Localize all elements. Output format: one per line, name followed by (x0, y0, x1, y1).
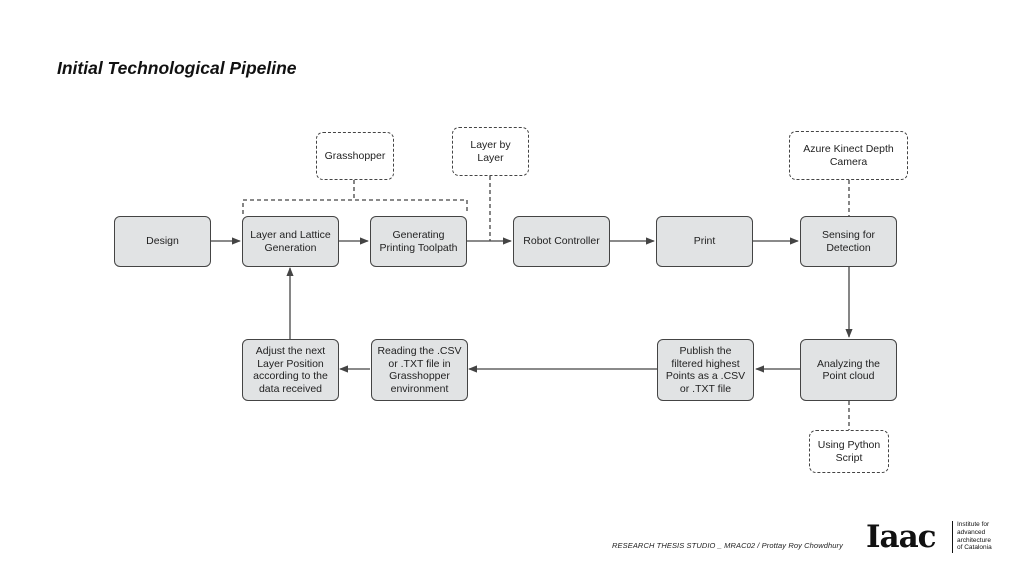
node-design: Design (114, 216, 211, 267)
logo-divider (952, 521, 953, 553)
layer-by-layer-note: Layer by Layer (452, 127, 529, 176)
logo-caption: Institute for advanced architecture of C… (957, 521, 992, 552)
grasshopper-bracket (242, 199, 468, 214)
node-toolpath: Generating Printing Toolpath (370, 216, 467, 267)
node-robot-controller: Robot Controller (513, 216, 610, 267)
python-note: Using Python Script (809, 430, 889, 473)
footer-credit: RESEARCH THESIS STUDIO _ MRAC02 / Protta… (612, 541, 843, 550)
iaac-logo: Iaac (866, 519, 937, 555)
kinect-note: Azure Kinect Depth Camera (789, 131, 908, 180)
grasshopper-note: Grasshopper (316, 132, 394, 180)
node-adjust: Adjust the next Layer Position according… (242, 339, 339, 401)
node-sensing: Sensing for Detection (800, 216, 897, 267)
node-reading: Reading the .CSV or .TXT file in Grassho… (371, 339, 468, 401)
node-print: Print (656, 216, 753, 267)
page-title: Initial Technological Pipeline (57, 58, 297, 78)
node-layer-lattice: Layer and Lattice Generation (242, 216, 339, 267)
node-publish: Publish the filtered highest Points as a… (657, 339, 754, 401)
node-analyzing: Analyzing the Point cloud (800, 339, 897, 401)
